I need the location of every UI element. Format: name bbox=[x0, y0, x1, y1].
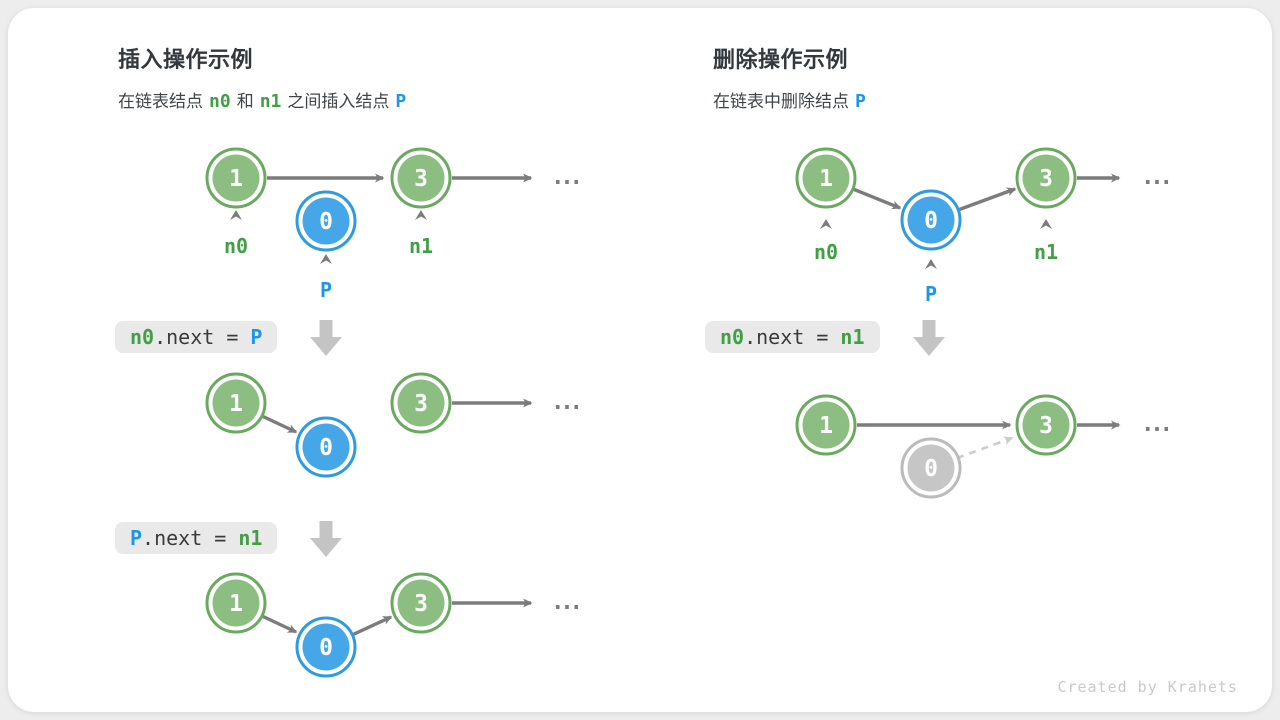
token-n0: n0 bbox=[209, 91, 231, 112]
ellipsis: ... bbox=[551, 165, 579, 190]
node-value: 1 bbox=[229, 591, 243, 617]
node-0-removed: 0 bbox=[900, 437, 962, 499]
node-value: 1 bbox=[819, 413, 833, 439]
insert-step3-diagram: 1 0 3 ... bbox=[205, 572, 583, 678]
pointer-label-n1: n1 bbox=[409, 234, 433, 258]
token-p: P bbox=[395, 91, 407, 112]
dashed-arrow-0-to-3 bbox=[956, 436, 1014, 460]
arrow-0-to-3 bbox=[957, 187, 1017, 212]
node-value: 0 bbox=[319, 435, 333, 461]
caret-up-icon bbox=[1040, 219, 1052, 229]
node-1: 1 bbox=[205, 147, 267, 209]
node-value: 3 bbox=[414, 591, 428, 617]
down-arrow-icon bbox=[913, 320, 945, 356]
code-lhs: n0 bbox=[720, 325, 745, 349]
arrow-1-to-0 bbox=[852, 187, 902, 210]
node-3: 3 bbox=[1015, 394, 1077, 456]
insert-step1-diagram: 1 0 3 n0 n1 P ... bbox=[205, 147, 583, 302]
watermark: Created by Krahets bbox=[1057, 678, 1238, 696]
node-value: 0 bbox=[924, 456, 938, 482]
insert-step2-diagram: 1 0 3 ... bbox=[205, 372, 583, 478]
subtitle-text: 在链表结点 bbox=[118, 92, 203, 111]
pointer-label-n0: n0 bbox=[814, 240, 838, 264]
delete-section-header: 删除操作示例 在链表中删除结点 P bbox=[713, 42, 872, 112]
code-rhs: P bbox=[250, 325, 263, 349]
code-lhs: n0 bbox=[130, 325, 155, 349]
insert-section-header: 插入操作示例 在链表结点 n0 和 n1 之间插入结点 P bbox=[118, 42, 412, 112]
arrow-1-to-0 bbox=[261, 414, 298, 434]
arrow-0-to-3 bbox=[351, 615, 393, 637]
node-value: 3 bbox=[1039, 413, 1053, 439]
caret-up-icon bbox=[230, 210, 242, 220]
node-0: 0 bbox=[900, 189, 962, 251]
node-value: 3 bbox=[1039, 166, 1053, 192]
code-op: .next = bbox=[744, 325, 841, 349]
node-3: 3 bbox=[390, 572, 452, 634]
code-box-n0-next-n1: n0.next = n1 bbox=[705, 321, 880, 353]
node-value: 1 bbox=[229, 166, 243, 192]
node-value: 0 bbox=[924, 208, 938, 234]
page-title-delete: 删除操作示例 bbox=[713, 47, 849, 72]
code-op: .next = bbox=[142, 526, 239, 550]
node-3: 3 bbox=[1015, 147, 1077, 209]
code-rhs: n1 bbox=[840, 325, 865, 349]
ellipsis: ... bbox=[551, 590, 579, 615]
subtitle-text: 之间插入结点 bbox=[287, 92, 390, 111]
caret-up-icon bbox=[415, 210, 427, 220]
node-value: 3 bbox=[414, 166, 428, 192]
node-value: 3 bbox=[414, 391, 428, 417]
node-1: 1 bbox=[205, 572, 267, 634]
node-0: 0 bbox=[295, 616, 357, 678]
pointer-label-p: P bbox=[925, 282, 937, 306]
pointer-label-n0: n0 bbox=[224, 234, 248, 258]
arrow-1-to-0 bbox=[261, 614, 298, 634]
code-rhs: n1 bbox=[238, 526, 263, 550]
node-value: 0 bbox=[319, 635, 333, 661]
down-arrow-icon bbox=[310, 320, 342, 356]
code-op: .next = bbox=[154, 325, 251, 349]
node-value: 1 bbox=[229, 391, 243, 417]
node-3: 3 bbox=[390, 372, 452, 434]
code-lhs: P bbox=[130, 526, 143, 550]
insert-subtitle: 在链表结点 n0 和 n1 之间插入结点 P bbox=[118, 87, 412, 112]
node-0: 0 bbox=[295, 416, 357, 478]
delete-subtitle: 在链表中删除结点 P bbox=[713, 87, 872, 112]
pointer-label-p: P bbox=[320, 278, 332, 302]
ellipsis: ... bbox=[551, 390, 579, 415]
ellipsis: ... bbox=[1141, 412, 1169, 437]
subtitle-text: 和 bbox=[236, 92, 254, 111]
node-1: 1 bbox=[205, 372, 267, 434]
node-value: 0 bbox=[319, 209, 333, 235]
node-0: 0 bbox=[295, 190, 357, 252]
node-1: 1 bbox=[795, 147, 857, 209]
node-1: 1 bbox=[795, 394, 857, 456]
delete-step1-diagram: 1 0 3 n0 n1 P ... bbox=[795, 147, 1173, 306]
caret-up-icon bbox=[320, 254, 332, 264]
down-arrow-icon bbox=[310, 521, 342, 557]
caret-up-icon bbox=[820, 219, 832, 229]
code-box-p-next-n1: P.next = n1 bbox=[115, 522, 278, 554]
node-3: 3 bbox=[390, 147, 452, 209]
node-value: 1 bbox=[819, 166, 833, 192]
code-box-n0-next-p: n0.next = P bbox=[115, 321, 278, 353]
subtitle-text: 在链表中删除结点 bbox=[713, 92, 849, 111]
page-title-insert: 插入操作示例 bbox=[118, 47, 254, 72]
caret-up-icon bbox=[925, 259, 937, 269]
delete-step2-diagram: 1 0 3 ... bbox=[795, 394, 1173, 499]
ellipsis: ... bbox=[1141, 165, 1169, 190]
token-n1: n1 bbox=[259, 91, 282, 112]
pointer-label-n1: n1 bbox=[1034, 240, 1058, 264]
token-p: P bbox=[855, 91, 866, 112]
